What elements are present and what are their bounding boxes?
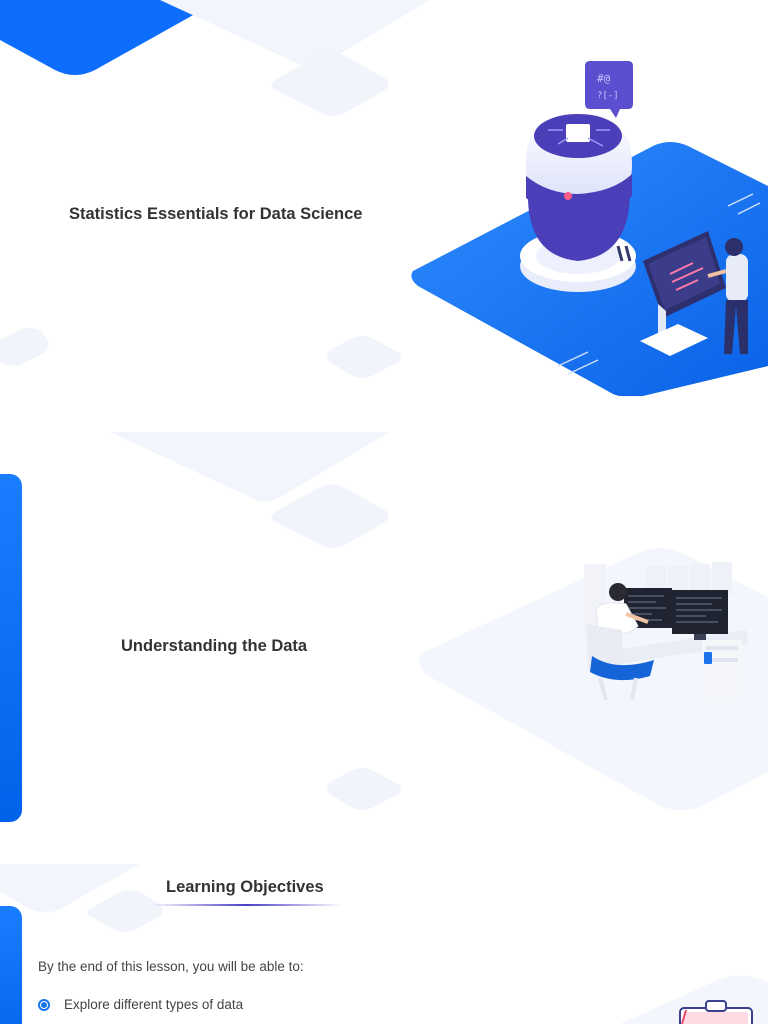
robot-illustration: #@ ?[-] (411, 61, 768, 396)
svg-text:?[-]: ?[-] (597, 91, 619, 101)
objective-text: Explore different types of data (64, 997, 244, 1012)
code-chat-icon: #@ ?[-] (585, 61, 633, 118)
clipboard-icon (679, 1000, 753, 1024)
svg-text:#@: #@ (597, 72, 611, 85)
objectives-heading: Learning Objectives (166, 878, 324, 896)
data-analyst-workstation-illustration (584, 562, 748, 701)
objective-item: Explore different types of data (38, 997, 243, 1012)
heading-underline (150, 904, 342, 906)
slide-objectives: Learning Objectives By the end of this l… (0, 864, 768, 1024)
objectives-intro: By the end of this lesson, you will be a… (38, 959, 304, 974)
background-decoration (0, 0, 430, 378)
slide-section: Understanding the Data (0, 432, 768, 822)
radio-bullet-icon (38, 998, 50, 1011)
section-accent-bar (0, 474, 22, 822)
slide-title: Statistics Essentials for Data Science (0, 0, 768, 400)
section-accent-bar (0, 906, 22, 1024)
slide-title-text: Understanding the Data (121, 637, 308, 655)
slide-title-text: Statistics Essentials for Data Science (69, 205, 363, 223)
